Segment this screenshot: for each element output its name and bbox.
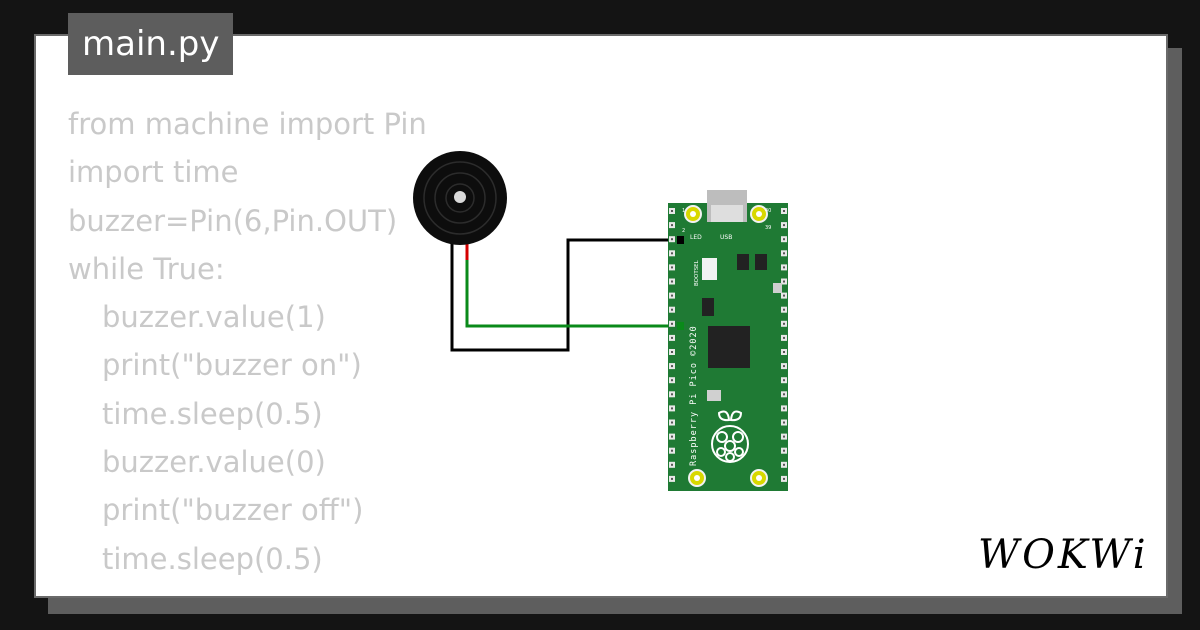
header-pin-hole (671, 449, 673, 452)
header-pin-hole (671, 238, 673, 241)
header-pin-hole (783, 224, 785, 227)
header-pin-hole (783, 294, 785, 297)
header-pin-hole (671, 351, 673, 353)
header-pin-hole (671, 463, 673, 466)
header-pin-hole (783, 365, 785, 368)
header-pin-hole (783, 210, 785, 212)
header-pin-hole (783, 351, 785, 353)
bootsel-label: BOOTSEL (694, 259, 700, 286)
code-line: time.sleep(0.5) (102, 541, 323, 576)
wire-signal[interactable] (465, 248, 680, 328)
header-pin-hole (671, 336, 673, 339)
header-pin-hole (783, 379, 785, 382)
file-tab[interactable]: main.py (68, 13, 234, 75)
pin-number-1: 1 (682, 208, 685, 214)
header-pin-hole (783, 393, 785, 396)
pico-silkscreen: Raspberry Pi Pico ©2020 (689, 325, 699, 466)
code-line: buzzer=Pin(6,Pin.OUT) (68, 203, 398, 238)
code-line: import time (68, 155, 239, 190)
header-pin-hole (783, 238, 785, 241)
code-line: buzzer.value(0) (102, 445, 326, 480)
preview-card (34, 34, 1168, 598)
code-line: print("buzzer off") (102, 493, 364, 528)
pin-number-39: 39 (765, 225, 771, 231)
header-pin-hole (671, 266, 673, 269)
raspberry-logo-icon (711, 410, 749, 463)
header-pin-hole (783, 280, 785, 283)
pico-board[interactable]: Raspberry Pi Pico ©2020 BOOTSEL LED USB … (668, 190, 788, 491)
file-tab-label: main.py (82, 24, 220, 64)
header-pin-hole (671, 252, 673, 255)
header-pin-hole (783, 322, 785, 325)
led-label: LED (690, 234, 702, 241)
header-pin-hole (783, 407, 785, 410)
header-pin-hole (671, 393, 673, 396)
code-line: print("buzzer on") (102, 348, 362, 383)
header-pin-hole (671, 407, 673, 410)
header-pin-hole (671, 322, 673, 325)
header-pin-hole (671, 224, 673, 227)
header-pin-hole (783, 308, 785, 311)
header-pins-right (781, 208, 787, 482)
header-pin-hole (671, 379, 673, 382)
header-pin-hole (783, 435, 785, 438)
header-pin-hole (783, 463, 785, 466)
header-pin-hole (783, 421, 785, 424)
header-pin-hole (671, 294, 673, 297)
header-pins-left (669, 208, 675, 482)
header-pin-hole (671, 210, 673, 212)
header-pin-hole (783, 336, 785, 339)
header-pin-hole (671, 435, 673, 438)
header-pin-hole (671, 308, 673, 311)
code-line: time.sleep(0.5) (102, 396, 323, 431)
bootsel-button[interactable] (702, 258, 717, 280)
wokwi-logo-text: WOKWi (978, 532, 1149, 578)
header-pin-hole (671, 280, 673, 283)
wire-endpoints (677, 236, 684, 244)
code-listing: from machine import Pin import time buzzer… (68, 100, 427, 583)
wires (450, 236, 680, 352)
header-pin-hole (671, 365, 673, 368)
wire-ground[interactable] (450, 238, 680, 352)
code-line: while True: (68, 251, 225, 286)
header-pin-hole (783, 449, 785, 452)
header-pin-hole (671, 421, 673, 424)
wokwi-logo: WOKWi (978, 532, 1149, 578)
header-pin-hole (671, 477, 673, 480)
header-pin-hole (783, 252, 785, 255)
usb-label: USB (720, 234, 732, 241)
code-line: from machine import Pin (68, 107, 427, 141)
header-pin-hole (783, 266, 785, 269)
code-line: buzzer.value(1) (102, 300, 326, 335)
pin-number-40: 40 (765, 208, 771, 214)
pin-number-2: 2 (682, 228, 685, 234)
header-pin-hole (783, 477, 785, 480)
buzzer[interactable] (413, 151, 507, 245)
rp2040-chip (708, 326, 750, 368)
